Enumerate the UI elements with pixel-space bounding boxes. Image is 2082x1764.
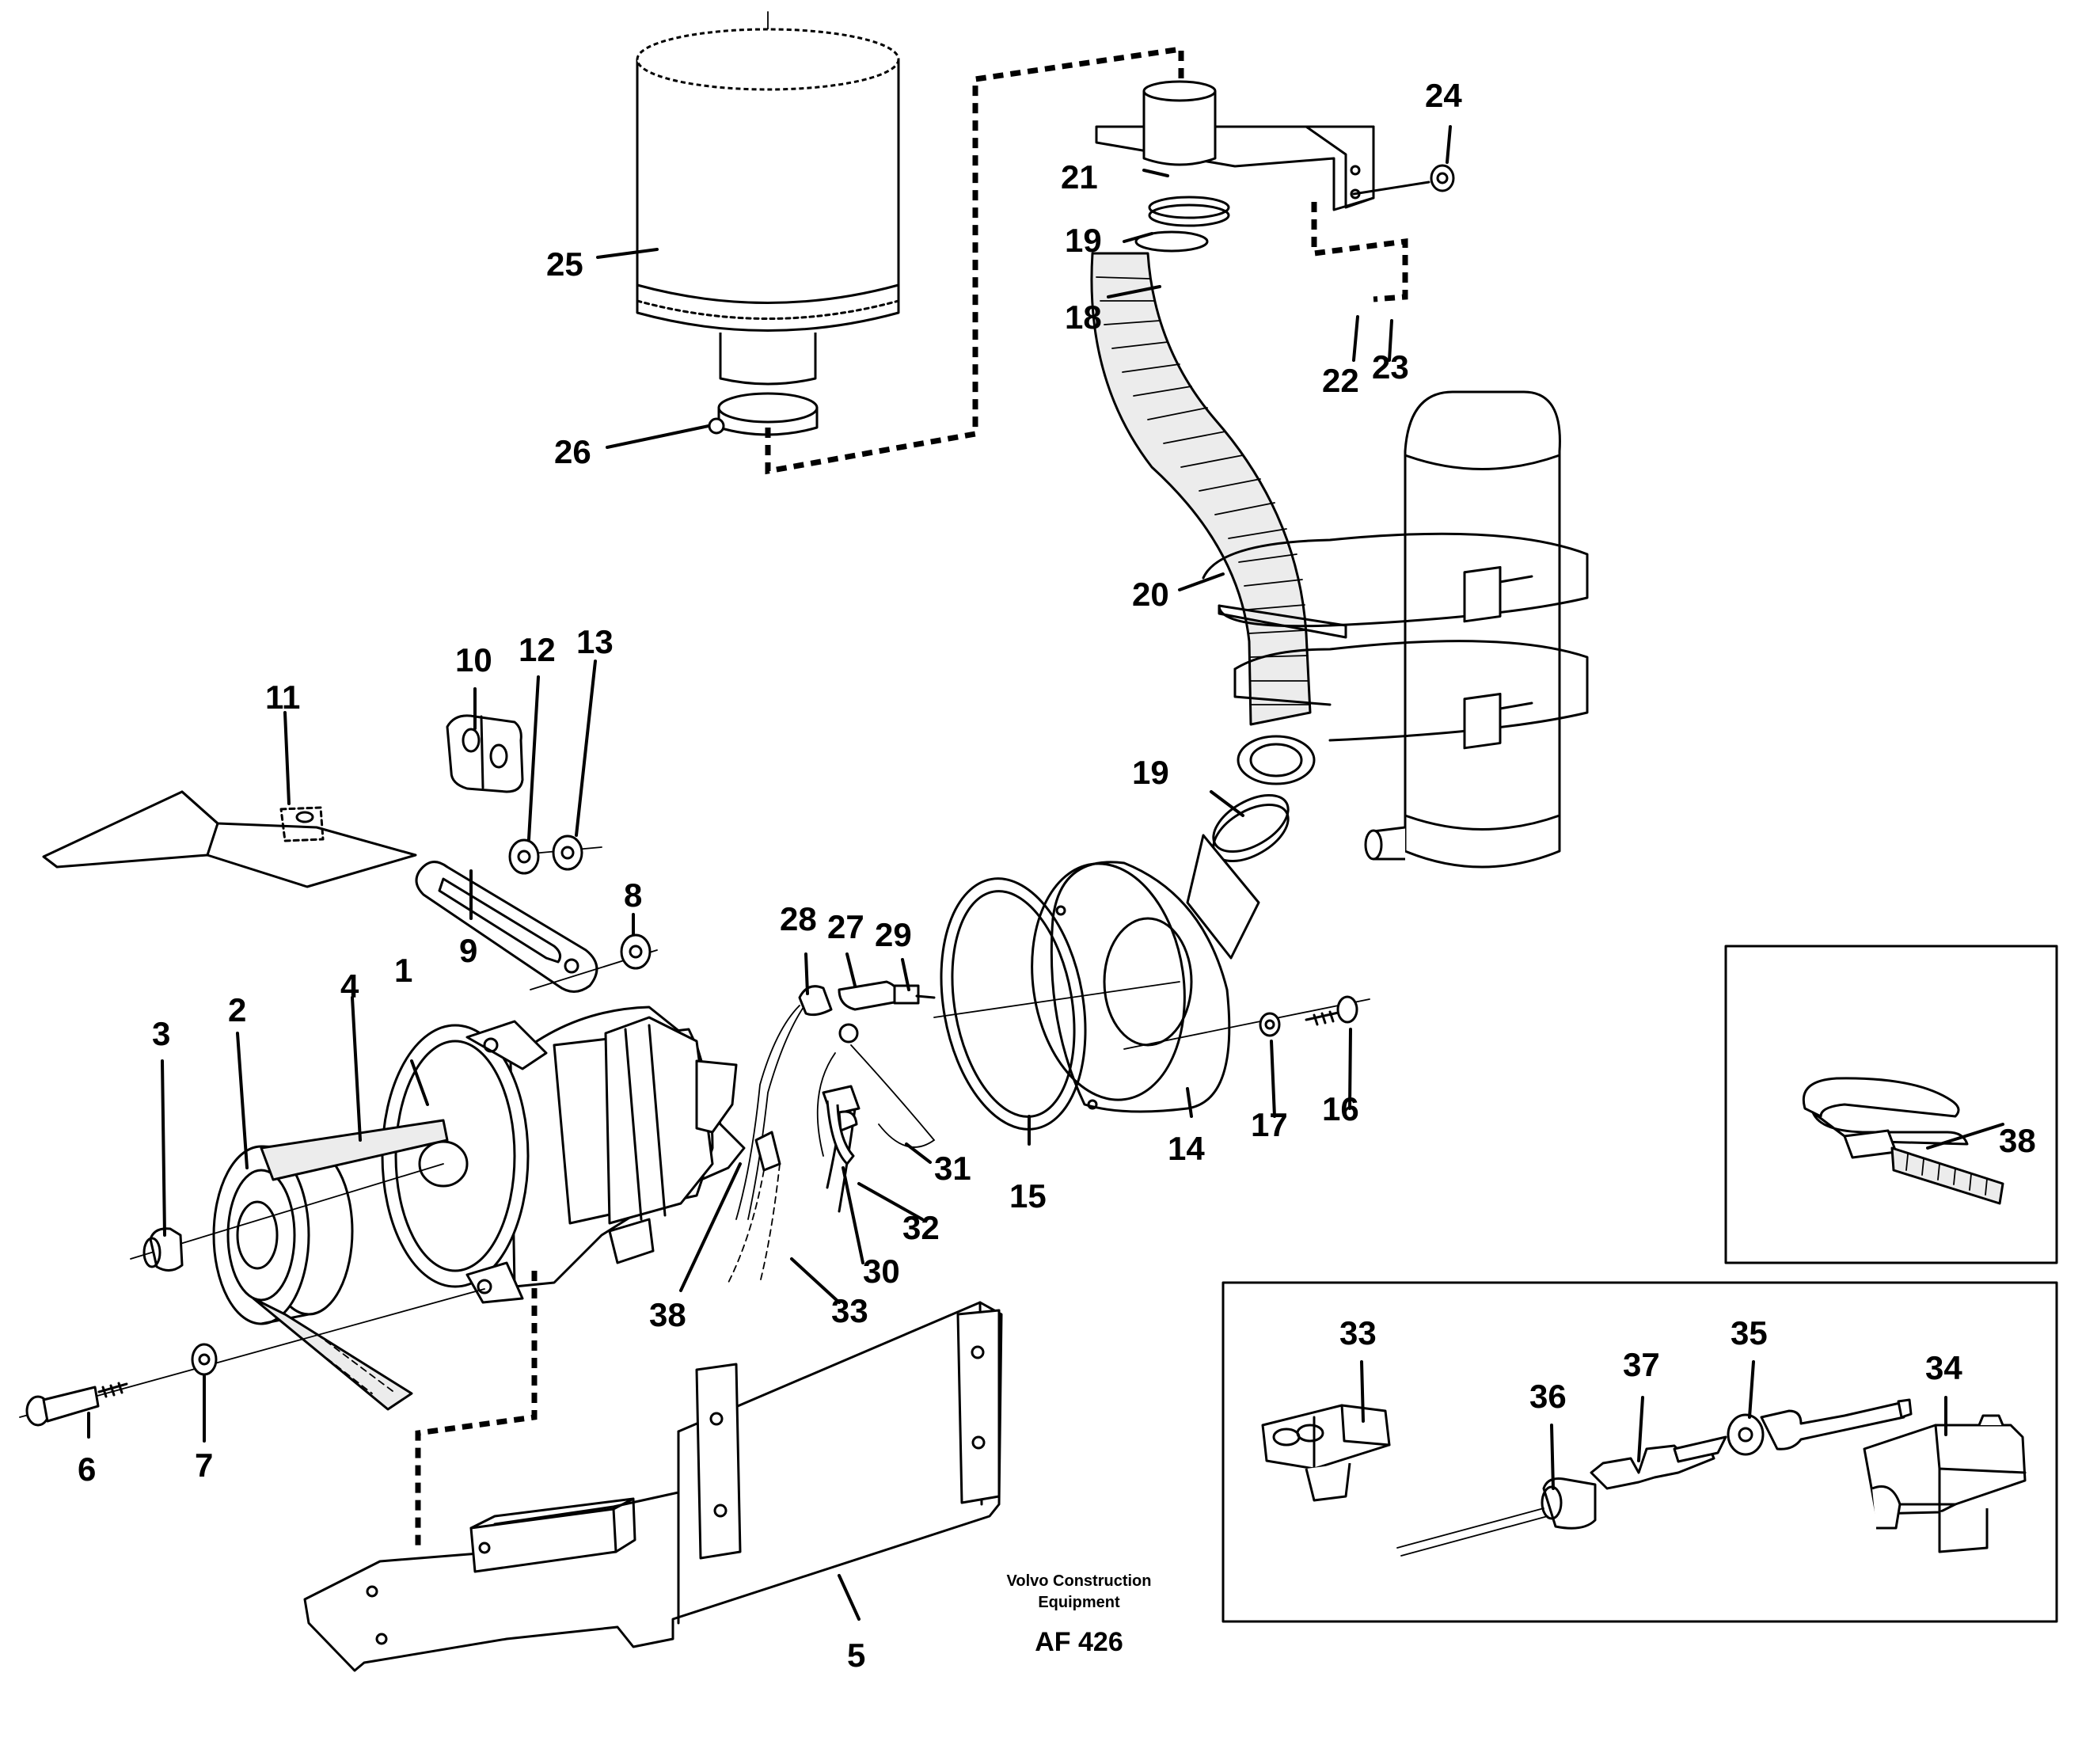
inset-box-connector bbox=[1221, 1281, 2058, 1623]
label-15: 15 bbox=[1009, 1177, 1047, 1215]
label-26: 26 bbox=[554, 433, 591, 470]
nut-part-3 bbox=[142, 1227, 184, 1272]
mounting-plate-part bbox=[303, 1301, 1003, 1672]
publisher-line-1: Volvo Construction bbox=[1007, 1572, 1152, 1590]
label-16: 16 bbox=[1322, 1090, 1359, 1127]
bracket-plate-part bbox=[42, 790, 417, 888]
label-1: 1 bbox=[394, 952, 412, 989]
leader-lines bbox=[87, 125, 2004, 1621]
axis-line-pulley bbox=[130, 1163, 444, 1260]
label-25: 25 bbox=[546, 245, 583, 283]
label-6: 6 bbox=[78, 1450, 96, 1488]
nut-part-24 bbox=[1430, 164, 1455, 192]
washer-part-8 bbox=[620, 933, 652, 970]
label-29: 29 bbox=[875, 916, 912, 953]
inlet-hood-part bbox=[1031, 834, 1260, 1113]
label-36-inset: 36 bbox=[1529, 1378, 1567, 1415]
washer-part-13 bbox=[552, 834, 583, 871]
label-38-inset: 38 bbox=[1999, 1122, 2036, 1159]
label-10: 10 bbox=[455, 641, 492, 679]
label-7: 7 bbox=[195, 1447, 213, 1484]
label-2: 2 bbox=[228, 991, 246, 1028]
label-5: 5 bbox=[847, 1637, 865, 1674]
label-19-lower: 19 bbox=[1132, 754, 1169, 791]
connector-housing-part-34 bbox=[1863, 1414, 2027, 1553]
inset-box-cable-tie bbox=[1724, 945, 2058, 1264]
clamp-part-19-upper bbox=[1148, 196, 1230, 227]
label-27: 27 bbox=[827, 908, 864, 945]
label-11: 11 bbox=[265, 679, 300, 716]
publisher-line-2: Equipment bbox=[1038, 1594, 1120, 1611]
label-21: 21 bbox=[1061, 158, 1098, 196]
bracket-part-10 bbox=[446, 714, 524, 793]
label-18: 18 bbox=[1065, 298, 1102, 336]
connection-line-bracket bbox=[1311, 202, 1408, 302]
axis-line-hood bbox=[933, 981, 1180, 1018]
label-9: 9 bbox=[459, 932, 477, 969]
label-24: 24 bbox=[1425, 77, 1462, 114]
label-33-inset: 33 bbox=[1339, 1314, 1377, 1352]
connection-line-plate bbox=[415, 1271, 538, 1548]
bolt-part-16 bbox=[1305, 995, 1358, 1026]
leader-20 bbox=[1178, 572, 1225, 591]
label-34-inset: 34 bbox=[1925, 1349, 1962, 1386]
washer-part-17 bbox=[1259, 1012, 1281, 1037]
label-35-inset: 35 bbox=[1731, 1314, 1768, 1352]
label-13: 13 bbox=[576, 623, 614, 660]
label-30: 30 bbox=[863, 1253, 900, 1290]
label-4: 4 bbox=[340, 968, 359, 1005]
label-12: 12 bbox=[519, 631, 556, 668]
leader-18 bbox=[1107, 285, 1161, 298]
label-38: 38 bbox=[649, 1296, 686, 1333]
bolt-part-6 bbox=[25, 1382, 128, 1427]
publisher-mark: Volvo Construction Equipment AF 426 bbox=[1007, 1572, 1152, 1657]
label-31: 31 bbox=[934, 1150, 971, 1187]
adjusting-link-part bbox=[415, 861, 598, 993]
label-33: 33 bbox=[831, 1292, 868, 1329]
label-3: 3 bbox=[152, 1015, 170, 1052]
v-belt-part bbox=[252, 1119, 449, 1411]
sensor-part bbox=[798, 980, 936, 1017]
strap-part bbox=[1202, 532, 1589, 750]
washer-part-12 bbox=[508, 838, 540, 875]
label-22: 22 bbox=[1322, 362, 1359, 399]
label-20: 20 bbox=[1132, 576, 1169, 613]
label-37-inset: 37 bbox=[1623, 1346, 1660, 1383]
air-cleaner-part bbox=[636, 11, 900, 386]
figure-code: AF 426 bbox=[1035, 1627, 1123, 1657]
flexible-hose-part bbox=[1090, 230, 1316, 785]
hose-clamp-part bbox=[708, 392, 819, 436]
part-number-labels: 1 2 3 4 5 6 7 8 9 10 11 12 13 14 15 16 1… bbox=[78, 77, 2036, 1674]
alternator-part bbox=[381, 1006, 746, 1304]
mounting-bracket-part bbox=[1095, 80, 1375, 211]
bolt-line-24 bbox=[1352, 181, 1430, 196]
label-23: 23 bbox=[1372, 348, 1409, 386]
washer-part-7 bbox=[191, 1343, 218, 1376]
label-8: 8 bbox=[624, 876, 642, 914]
label-28: 28 bbox=[780, 900, 817, 937]
axis-line-hood-bolt bbox=[1123, 998, 1370, 1050]
label-17: 17 bbox=[1251, 1106, 1288, 1143]
label-14: 14 bbox=[1168, 1130, 1205, 1167]
pre-cleaner-part bbox=[1364, 390, 1561, 869]
connector-housing-part-33 bbox=[1261, 1404, 1391, 1502]
wiring-harness-part bbox=[728, 1005, 936, 1283]
connection-line-cleaner bbox=[765, 45, 1184, 475]
label-32: 32 bbox=[902, 1209, 940, 1246]
terminal-parts bbox=[1396, 1398, 1913, 1557]
label-19-upper: 19 bbox=[1065, 222, 1102, 259]
